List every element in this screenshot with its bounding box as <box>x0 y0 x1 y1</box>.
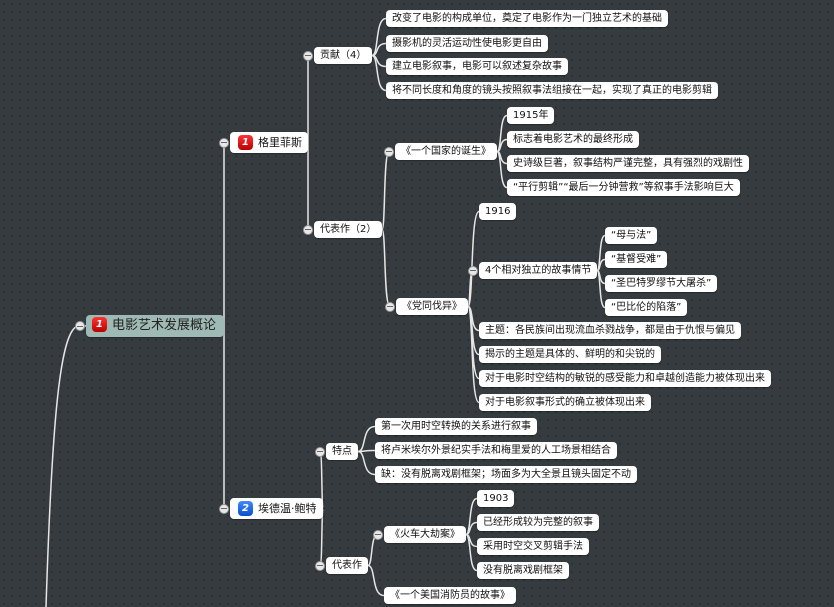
list-item[interactable]: “圣巴特罗缪节大屠杀” <box>605 275 718 292</box>
list-item[interactable]: 摄影机的灵活运动性使电影更自由 <box>386 35 548 52</box>
collapse-toggle[interactable] <box>303 50 313 61</box>
priority-2-icon: 2 <box>238 500 253 516</box>
collapse-toggle[interactable] <box>315 446 325 457</box>
list-item[interactable]: “平行剪辑”“最后一分钟营救”等叙事手法影响巨大 <box>507 179 740 196</box>
connector-line <box>381 150 390 231</box>
connector-line <box>357 425 376 453</box>
list-item[interactable]: 对于电影时空结构的敏锐的感受能力和卓越创造能力被体现出来 <box>479 370 771 387</box>
topic-features[interactable]: 特点 <box>326 443 358 460</box>
topic-porter[interactable]: 2 埃德温·鲍特 <box>230 498 323 519</box>
list-item[interactable]: 主题：各民族间出现流血杀戮战争，都是由于仇恨与偏见 <box>479 322 741 339</box>
topic-works[interactable]: 代表作 <box>326 557 368 574</box>
collapse-toggle[interactable] <box>315 560 325 571</box>
list-item[interactable]: 标志着电影艺术的最终形成 <box>507 131 639 148</box>
connector-line <box>465 533 478 572</box>
list-item[interactable]: 已经形成较为完整的叙事 <box>477 514 599 531</box>
list-item[interactable]: 采用时空交叉剪辑手法 <box>477 538 589 555</box>
priority-1-icon: 1 <box>238 134 253 150</box>
connector-line <box>381 228 391 308</box>
priority-1-icon: 1 <box>92 317 107 332</box>
topic-four-stories[interactable]: 4个相对独立的故事情节 <box>479 262 598 279</box>
list-item[interactable]: 对于电影叙事形式的确立被体现出来 <box>479 394 651 411</box>
collapse-toggle[interactable] <box>219 503 229 514</box>
connector-line <box>45 325 79 607</box>
list-item[interactable]: 改变了电影的构成单位，奠定了电影作为一门独立艺术的基础 <box>386 10 668 27</box>
connector-line <box>467 305 480 404</box>
connector-line <box>367 564 385 597</box>
topic-birth-of-a-nation[interactable]: 《一个国家的诞生》 <box>395 143 497 160</box>
connector-line <box>357 450 376 476</box>
connector-line <box>496 150 508 189</box>
root-topic-label: 电影艺术发展概论 <box>112 318 217 333</box>
list-item[interactable]: 史诗级巨著，叙事结构严谨完整，具有强烈的戏剧性 <box>507 155 749 172</box>
connector-line <box>371 17 387 57</box>
list-item[interactable]: 建立电影叙事，电影可以叙述复杂故事 <box>386 58 568 75</box>
topic-great-train-robbery[interactable]: 《火车大劫案》 <box>384 526 466 543</box>
connector-line <box>596 258 606 272</box>
connector-line <box>596 269 606 309</box>
collapse-toggle[interactable] <box>75 321 85 331</box>
connector-line <box>596 234 606 272</box>
list-item[interactable]: “巴比伦的陷落” <box>605 299 688 316</box>
collapse-toggle[interactable] <box>219 137 229 148</box>
list-item[interactable]: 第一次用时空转换的关系进行叙事 <box>375 418 537 435</box>
list-item[interactable]: 1916 <box>479 203 517 220</box>
topic-american-fireman[interactable]: 《一个美国消防员的故事》 <box>384 587 516 604</box>
root-topic[interactable]: 1 电影艺术发展概论 <box>86 315 225 337</box>
topic-griffith[interactable]: 1 格里菲斯 <box>230 132 308 153</box>
collapse-toggle[interactable] <box>373 529 383 540</box>
list-item[interactable]: 没有脱离戏剧框架 <box>477 562 569 579</box>
list-item[interactable]: “基督受难” <box>605 251 668 268</box>
connector-line <box>496 114 508 153</box>
list-item[interactable]: 将不同长度和角度的镜头按照叙事法组接在一起，实现了真正的电影剪辑 <box>386 82 718 99</box>
collapse-toggle[interactable] <box>468 265 478 276</box>
connector-line <box>496 138 508 153</box>
list-item[interactable]: 1903 <box>477 490 515 507</box>
list-item[interactable]: 1915年 <box>507 107 555 124</box>
connector-line <box>465 497 478 536</box>
collapse-toggle[interactable] <box>384 146 394 157</box>
list-item[interactable]: “母与法” <box>605 227 658 244</box>
list-item[interactable]: 缺：没有脱离戏剧框架；场面多为大全景且镜头固定不动 <box>375 466 637 483</box>
topic-intolerance[interactable]: 《党同伐异》 <box>396 298 468 315</box>
topic-works[interactable]: 代表作（2） <box>314 221 383 238</box>
collapse-toggle[interactable] <box>385 301 395 312</box>
collapse-toggle[interactable] <box>303 224 313 235</box>
topic-label: 格里菲斯 <box>258 136 302 149</box>
list-item[interactable]: 将卢米埃尔外景纪实手法和梅里爱的人工场景相结合 <box>375 442 617 459</box>
topic-label: 埃德温·鲍特 <box>258 502 317 515</box>
topic-contribution[interactable]: 贡献（4） <box>314 47 373 64</box>
connector-line <box>371 54 387 92</box>
list-item[interactable]: 揭示的主题是具体的、鲜明的和尖锐的 <box>479 346 661 363</box>
